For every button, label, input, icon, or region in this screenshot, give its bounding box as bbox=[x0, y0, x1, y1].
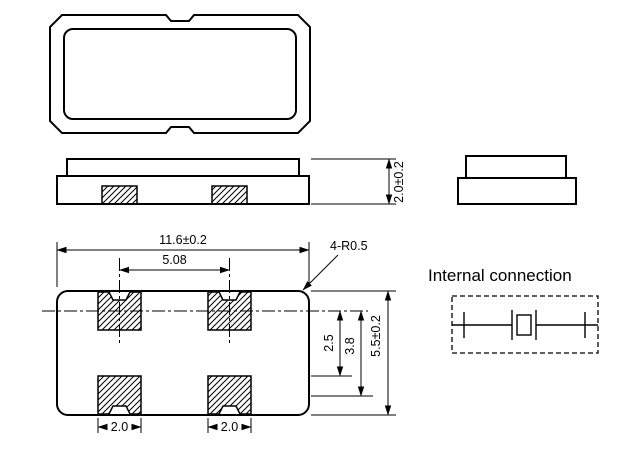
bottom-view bbox=[42, 258, 368, 416]
dim-row-gap: 2.5 bbox=[311, 310, 352, 377]
dim-height-text: 2.0±0.2 bbox=[392, 161, 406, 203]
dim-pitch: 5.08 bbox=[119, 253, 230, 274]
internal-connection-schematic bbox=[451, 295, 599, 354]
end-view-base bbox=[457, 177, 577, 205]
crystal-body bbox=[516, 314, 532, 336]
side-view-front bbox=[56, 158, 310, 205]
dim-pad-width-right-text: 2.0 bbox=[221, 420, 238, 434]
dim-width: 5.5±0.2 bbox=[311, 290, 396, 416]
side-view-pad-left bbox=[101, 185, 138, 205]
dim-corner-radius-text: 4-R0.5 bbox=[330, 239, 368, 253]
side-view-end bbox=[457, 155, 577, 205]
side-view-base bbox=[56, 175, 310, 205]
dim-length-text: 11.6±0.2 bbox=[159, 233, 207, 247]
dim-pad-width-left: 2.0 bbox=[97, 418, 142, 434]
top-view bbox=[49, 14, 311, 134]
dim-length: 11.6±0.2 bbox=[56, 233, 310, 287]
bottom-view-outline bbox=[56, 290, 310, 416]
pad-bottom-right bbox=[207, 375, 252, 415]
end-view-lid bbox=[465, 155, 567, 179]
internal-connection-title: Internal connection bbox=[428, 266, 572, 285]
dim-row-gap-text: 2.5 bbox=[322, 334, 336, 351]
dim-width-text: 5.5±0.2 bbox=[369, 315, 383, 357]
dim-corner-radius: 4-R0.5 bbox=[302, 239, 368, 291]
dim-row-pitch-text: 3.8 bbox=[343, 337, 357, 354]
pad-bottom-left bbox=[97, 375, 142, 415]
internal-connection: Internal connection bbox=[428, 266, 599, 354]
dim-row-pitch: 3.8 bbox=[311, 310, 373, 397]
leader-line bbox=[302, 254, 339, 291]
dim-pad-width-right: 2.0 bbox=[207, 418, 252, 434]
dim-pitch-text: 5.08 bbox=[162, 253, 186, 267]
dim-pad-width-left-text: 2.0 bbox=[111, 420, 128, 434]
side-view-lid bbox=[66, 158, 300, 177]
top-view-outer-outline bbox=[49, 14, 311, 134]
top-view-inner-outline bbox=[63, 28, 297, 120]
side-view-pad-right bbox=[211, 185, 248, 205]
dim-height: 2.0±0.2 bbox=[311, 158, 406, 205]
